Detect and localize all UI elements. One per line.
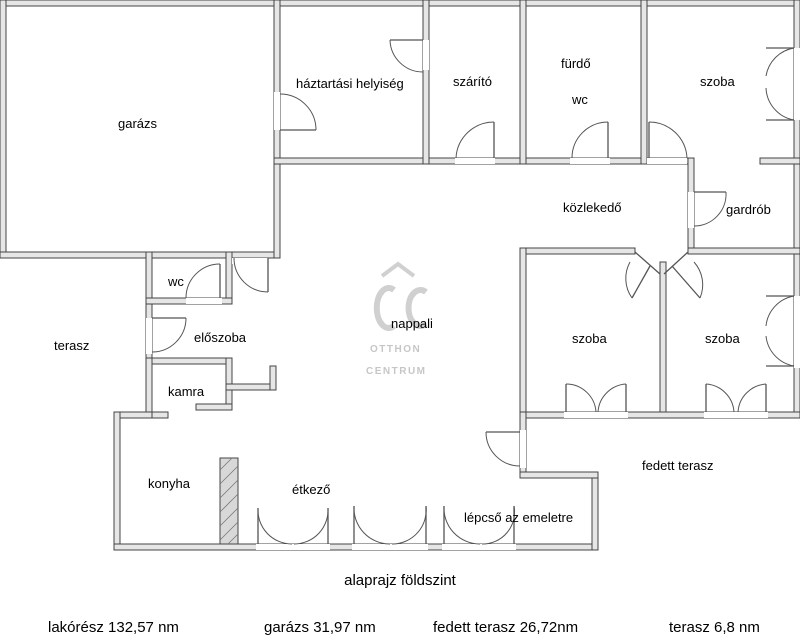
label-gardrob: gardrób bbox=[726, 202, 771, 217]
label-konyha: konyha bbox=[148, 476, 191, 491]
plan-caption: alaprajz földszint bbox=[344, 572, 456, 589]
label-szoba-mid: szoba bbox=[572, 331, 607, 346]
stat-terasz: terasz 6,8 nm bbox=[669, 619, 760, 636]
room-labels: garázs háztartási helyiség szárító fürdő… bbox=[54, 56, 771, 525]
logo-o-icon bbox=[373, 285, 396, 331]
label-fedett-terasz: fedett terasz bbox=[642, 458, 714, 473]
label-szarito: szárító bbox=[453, 74, 492, 89]
watermark-line1: OTTHON bbox=[370, 344, 421, 355]
stat-fedett-terasz: fedett terasz 26,72nm bbox=[433, 619, 579, 636]
house-roof-icon bbox=[380, 261, 416, 278]
label-furdo: fürdő bbox=[561, 56, 591, 71]
logo-c-icon bbox=[405, 287, 428, 329]
label-etkezo: étkező bbox=[292, 482, 330, 497]
label-terasz: terasz bbox=[54, 338, 89, 353]
label-nappali: nappali bbox=[391, 316, 433, 331]
label-szoba-top: szoba bbox=[700, 74, 735, 89]
label-garazs: garázs bbox=[118, 116, 158, 131]
label-haztartasi: háztartási helyiség bbox=[296, 76, 404, 91]
floor-plan: OTTHON CENTRUM garázs háztartási helyisé… bbox=[0, 0, 800, 551]
stat-lakoresz: lakórész 132,57 nm bbox=[48, 619, 179, 636]
label-kozlekedo: közlekedő bbox=[563, 200, 622, 215]
label-furdo-wc: wc bbox=[571, 92, 588, 107]
otthon-centrum-watermark: OTTHON CENTRUM bbox=[366, 261, 428, 377]
french-doors bbox=[256, 47, 800, 550]
stat-garazs: garázs 31,97 nm bbox=[264, 619, 376, 636]
column-hatch bbox=[219, 457, 239, 545]
label-lepcso: lépcső az emeletre bbox=[464, 510, 573, 525]
label-szoba-right: szoba bbox=[705, 331, 740, 346]
label-wc: wc bbox=[167, 274, 184, 289]
label-eloszoba: előszoba bbox=[194, 330, 247, 345]
label-kamra: kamra bbox=[168, 384, 205, 399]
doors bbox=[146, 39, 727, 468]
watermark-line2: CENTRUM bbox=[366, 366, 427, 377]
